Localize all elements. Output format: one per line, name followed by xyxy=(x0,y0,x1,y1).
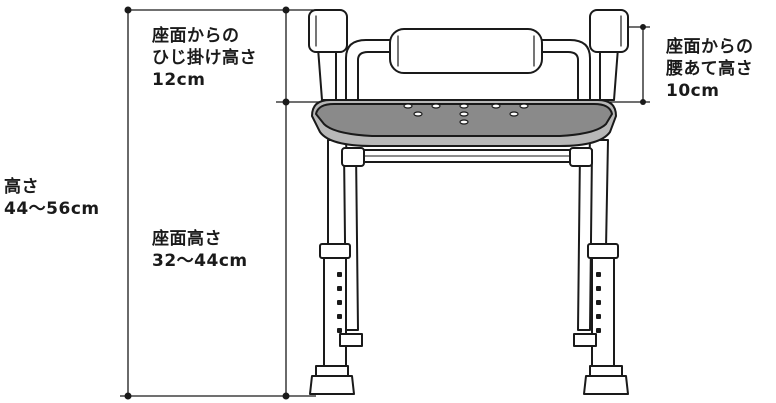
right-foot xyxy=(583,375,629,395)
seat-height-value: 32～44cm xyxy=(152,251,248,271)
armrest-height-line2: ひじ掛け高さ xyxy=(152,48,257,68)
right-leg-collar xyxy=(587,243,619,259)
left-foot xyxy=(309,375,355,395)
armrest-height-value: 12cm xyxy=(152,70,206,90)
right-armrest-pad xyxy=(589,9,629,53)
left-armrest-frame xyxy=(317,47,337,101)
backrest-pad xyxy=(389,28,543,74)
right-rear-leg xyxy=(577,149,593,331)
right-armrest-frame xyxy=(599,47,619,101)
chair xyxy=(308,9,629,395)
backrest-height-value: 10cm xyxy=(666,81,720,101)
total-height-label: 高さ 44～56cm xyxy=(4,176,100,220)
seat-drain-holes xyxy=(403,103,529,125)
total-height-value: 44～56cm xyxy=(4,199,100,219)
dimension-endpoints xyxy=(124,6,646,400)
left-leg-collar xyxy=(319,243,351,259)
left-leg-lower xyxy=(323,257,347,369)
seat-height-label: 座面高さ 32～44cm xyxy=(152,228,248,272)
left-armrest-pad xyxy=(308,9,348,53)
backrest-height-line1: 座面からの xyxy=(666,37,754,57)
armrest-height-label: 座面からの ひじ掛け高さ 12cm xyxy=(152,25,257,91)
seat-height-title: 座面高さ xyxy=(152,229,222,249)
armrest-height-line1: 座面からの xyxy=(152,26,240,46)
right-leg-lower xyxy=(591,257,615,369)
left-rear-foot xyxy=(339,333,363,347)
backrest-height-label: 座面からの 腰あて高さ 10cm xyxy=(666,36,754,102)
right-rear-foot xyxy=(573,333,597,347)
total-height-title: 高さ xyxy=(4,177,39,197)
backrest-height-line2: 腰あて高さ xyxy=(666,59,754,79)
